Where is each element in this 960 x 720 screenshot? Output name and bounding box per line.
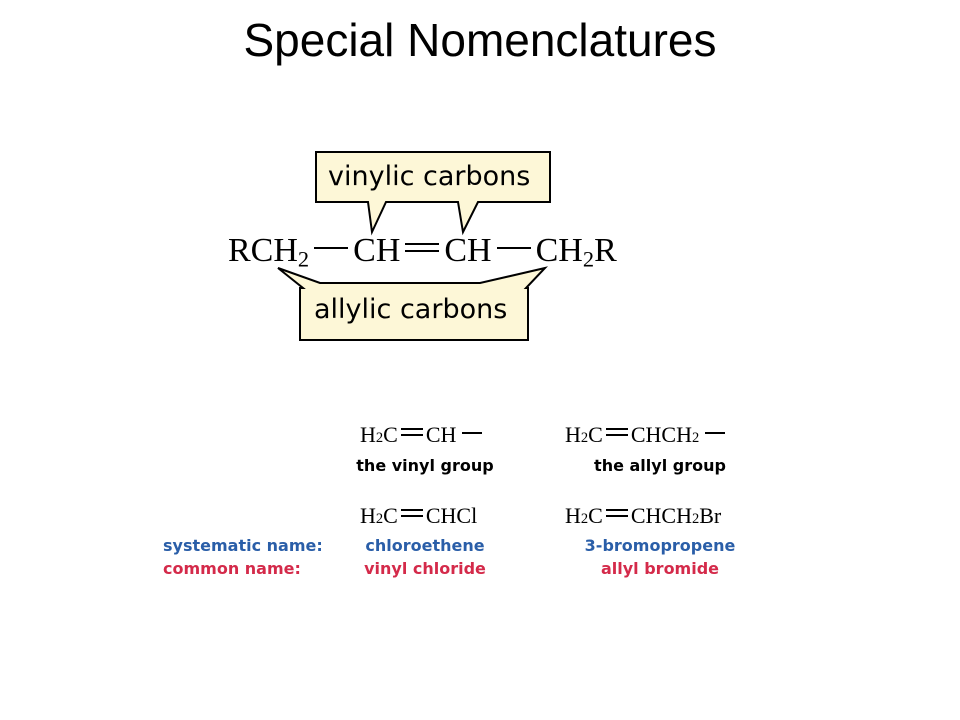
slide-title: Special Nomenclatures (243, 14, 717, 66)
single-bond (705, 432, 726, 434)
vinylic-callout-box (315, 151, 551, 236)
double-bond (400, 509, 423, 517)
systematic-name-label: systematic name: (163, 536, 323, 555)
double-bond (405, 243, 440, 252)
ch-group-left: CH (353, 232, 401, 269)
vinyl-group-caption: the vinyl group (356, 456, 494, 475)
chloroethene-name: chloroethene (365, 536, 485, 555)
double-bond (400, 428, 423, 436)
allyl-group-caption: the allyl group (594, 456, 726, 475)
double-bond (605, 428, 628, 436)
single-bond (496, 247, 531, 249)
rch2-group: RCH2 (228, 232, 310, 272)
allylic-carbons-label: allylic carbons (314, 294, 508, 325)
single-bond (314, 247, 349, 249)
vinyl-chloride-name: vinyl chloride (364, 559, 486, 578)
double-bond (605, 509, 628, 517)
single-bond (462, 432, 483, 434)
bromopropene-name: 3-bromopropene (584, 536, 736, 555)
common-name-label: common name: (163, 559, 301, 578)
allyl-bromide-name: allyl bromide (600, 559, 720, 578)
main-formula: RCH2 CH CH CH2R (228, 232, 617, 282)
allylic-callout-box (277, 266, 549, 341)
vinylic-carbons-label: vinylic carbons (328, 161, 531, 192)
ch-group-right: CH (444, 232, 492, 269)
ch2r-group: CH2R (535, 232, 617, 272)
